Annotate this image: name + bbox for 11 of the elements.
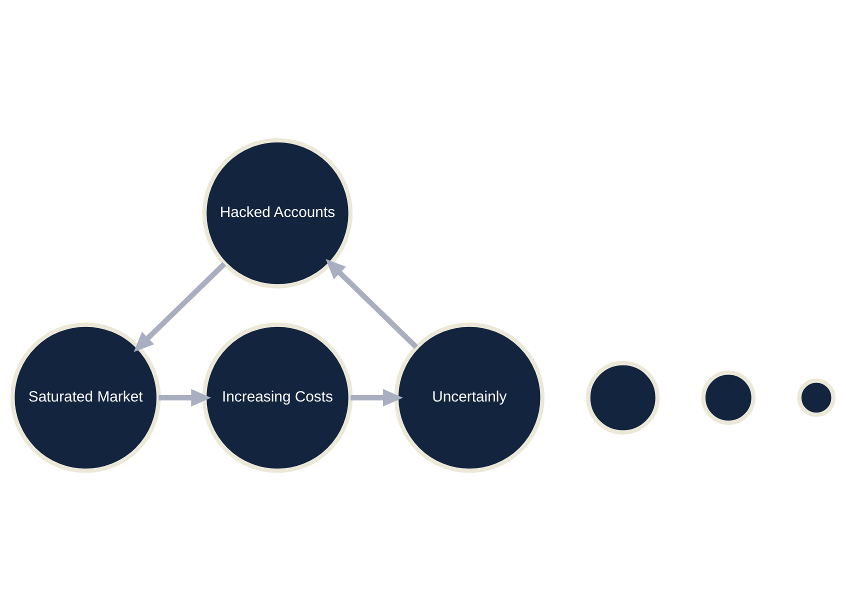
node-circle <box>701 370 756 425</box>
arrow <box>134 262 226 352</box>
arrow <box>350 388 403 406</box>
node-circle <box>586 360 660 434</box>
node-circle: Hacked Accounts <box>202 138 353 288</box>
node-circle: Increasing Costs <box>202 322 353 473</box>
arrow <box>326 259 418 349</box>
node-circle: Uncertainly <box>394 322 545 473</box>
arrow <box>158 388 212 406</box>
node-circle: Saturated Market <box>10 322 161 473</box>
node-circle <box>797 378 836 417</box>
